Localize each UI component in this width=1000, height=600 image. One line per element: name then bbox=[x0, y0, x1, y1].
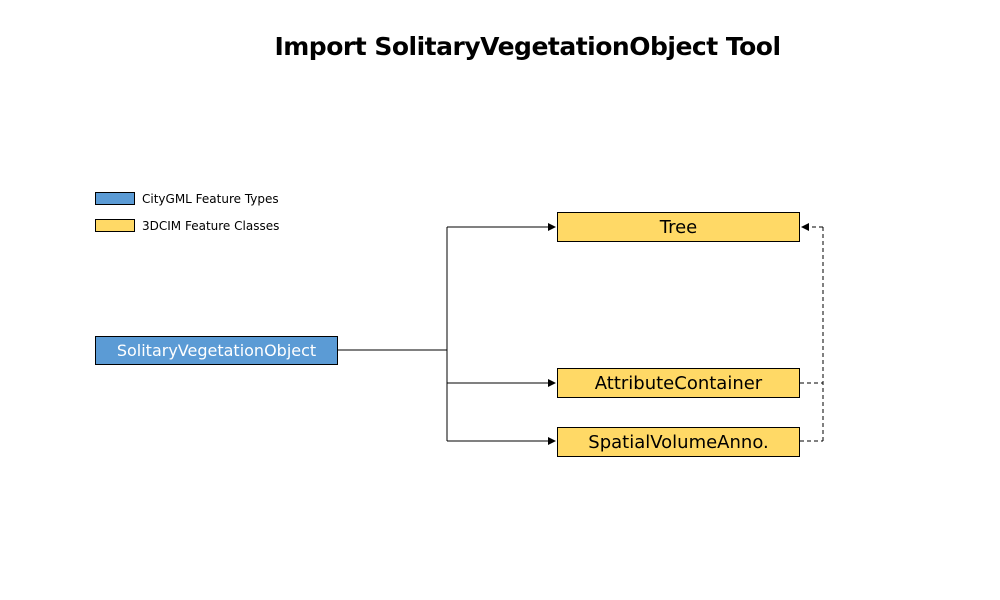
legend-swatch-citygml bbox=[95, 192, 135, 205]
node-attributecontainer: AttributeContainer bbox=[557, 368, 800, 398]
legend-item-3dcim: 3DCIM Feature Classes bbox=[95, 218, 279, 233]
diagram-title: Import SolitaryVegetationObject Tool bbox=[274, 32, 781, 61]
node-spatialvolumeanno-label: SpatialVolumeAnno. bbox=[588, 431, 769, 453]
legend-label-3dcim: 3DCIM Feature Classes bbox=[142, 218, 280, 233]
node-solitaryvegetationobject-label: SolitaryVegetationObject bbox=[116, 341, 317, 360]
node-tree-label: Tree bbox=[659, 216, 698, 238]
node-solitaryvegetationobject: SolitaryVegetationObject bbox=[95, 336, 338, 365]
legend-label-citygml: CityGML Feature Types bbox=[142, 191, 279, 206]
node-attributecontainer-label: AttributeContainer bbox=[594, 372, 763, 394]
node-spatialvolumeanno: SpatialVolumeAnno. bbox=[557, 427, 800, 457]
legend-item-citygml: CityGML Feature Types bbox=[95, 191, 279, 206]
legend-swatch-3dcim bbox=[95, 219, 135, 232]
node-tree: Tree bbox=[557, 212, 800, 242]
